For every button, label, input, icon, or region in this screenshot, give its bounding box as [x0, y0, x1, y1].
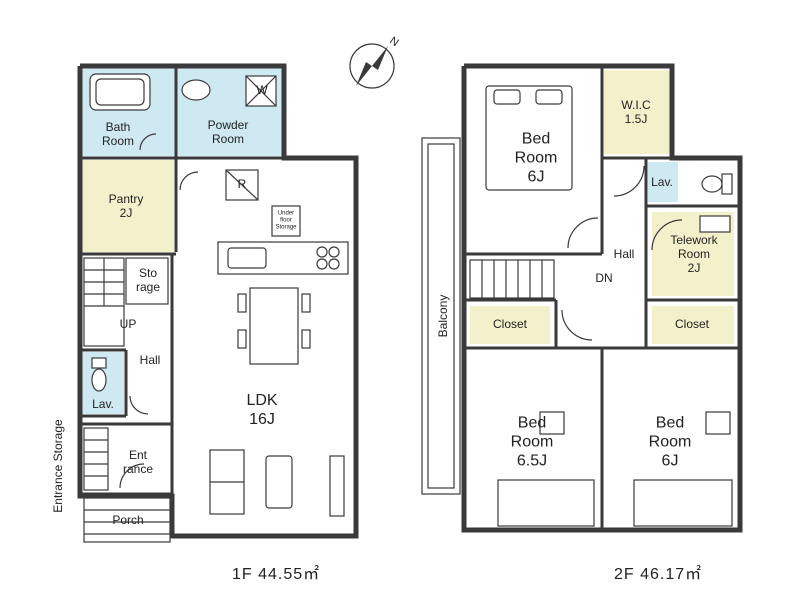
closet-right-label: Closet: [674, 317, 710, 331]
closet-right-fill: [652, 306, 734, 344]
stairs-1f: [83, 257, 125, 347]
dn-label: DN: [595, 271, 613, 285]
floor-2-area: 2F 46.17㎡: [614, 566, 703, 583]
compass: [349, 43, 395, 89]
floor-1-area: 1F 44.55㎡: [232, 566, 321, 583]
fridge-label: R: [237, 177, 247, 191]
washer-label: W: [256, 83, 268, 97]
hall-1f-label: Hall: [139, 353, 161, 367]
porch-label: Porch: [112, 513, 144, 527]
entrance-storage-label: Entrance Storage: [51, 419, 65, 513]
closet-left-label: Closet: [492, 317, 528, 331]
floor-1-plan: [77, 63, 359, 543]
wic-fill: [604, 70, 670, 154]
lav-2f-label: Lav.: [651, 175, 673, 189]
pantry-fill: [82, 160, 174, 252]
up-label: UP: [119, 317, 137, 331]
lav-2f-fill: [648, 162, 678, 202]
hall-2f-label: Hall: [613, 247, 635, 261]
balcony-label: Balcony: [436, 294, 450, 338]
floor-2-plan: [349, 43, 743, 533]
lav-1f-label: Lav.: [92, 397, 114, 411]
closet-left-fill: [470, 306, 550, 344]
